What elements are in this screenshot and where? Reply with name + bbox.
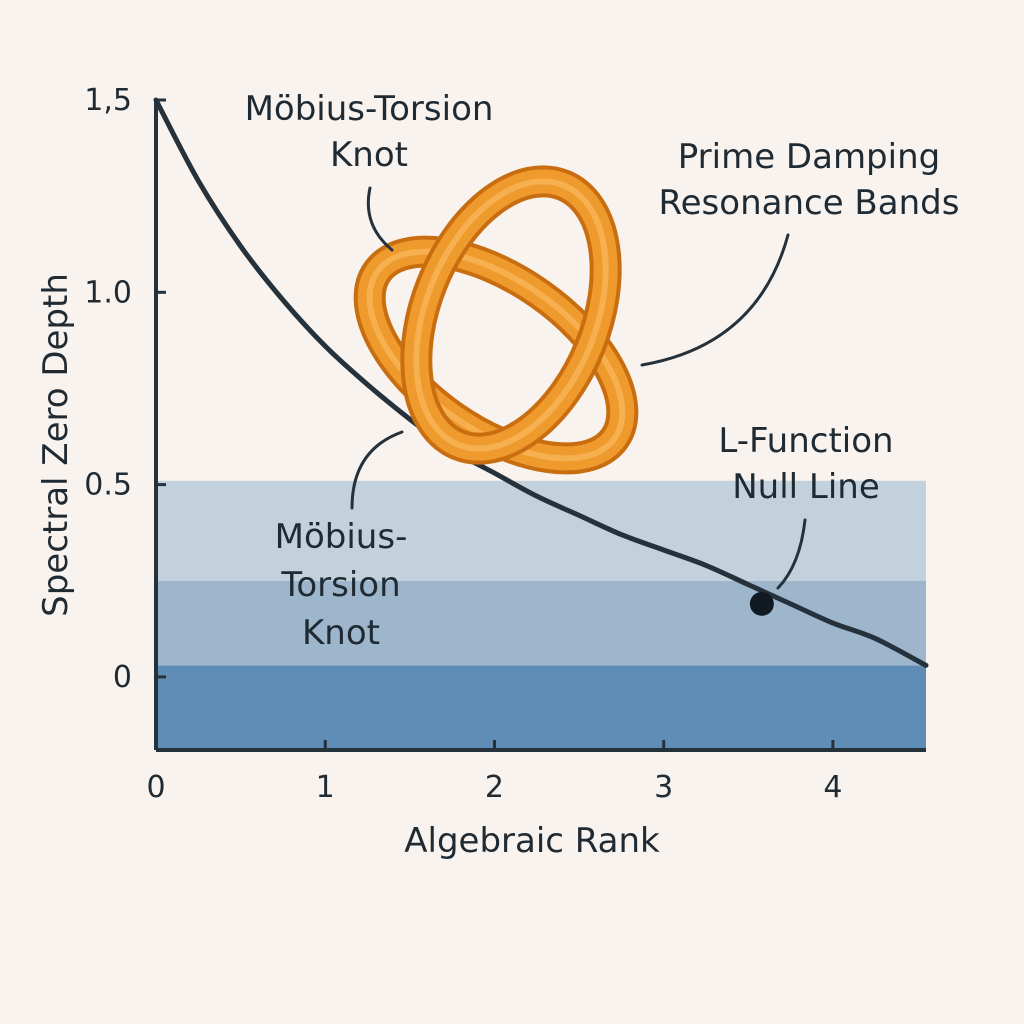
x-tick-label: 4 <box>823 770 842 805</box>
y-axis-title: Spectral Zero Depth <box>36 273 76 617</box>
resonance-bands-layer <box>156 480 926 750</box>
axes-layer <box>154 100 926 752</box>
leader-knot-bottom <box>350 430 404 510</box>
resonance-band-0 <box>156 665 926 750</box>
curve-layer <box>153 97 929 668</box>
knot-loop-a <box>353 235 639 475</box>
y-tick-label: 0 <box>113 660 132 695</box>
y-tick-label: 1.0 <box>84 275 132 310</box>
leader-resonance-bands <box>640 233 790 367</box>
ticks-layer: 0 1 2 3 4 0 0.5 1.0 1,5 <box>84 83 842 805</box>
x-tick-label: 2 <box>485 770 504 805</box>
y-tick-label: 0.5 <box>84 468 132 503</box>
l-function-curve <box>153 97 929 668</box>
y-tick-label: 1,5 <box>84 83 132 118</box>
resonance-band-1 <box>156 580 926 666</box>
leader-knot-top <box>366 186 394 252</box>
x-tick-label: 1 <box>316 770 335 805</box>
x-axis-title: Algebraic Rank <box>404 821 660 861</box>
null-line-point <box>749 591 774 616</box>
knot-loop-b <box>400 165 622 465</box>
mobius-torsion-knot <box>353 165 639 475</box>
x-tick-label: 0 <box>146 770 165 805</box>
x-tick-label: 3 <box>654 770 673 805</box>
leader-null-line <box>776 518 807 590</box>
